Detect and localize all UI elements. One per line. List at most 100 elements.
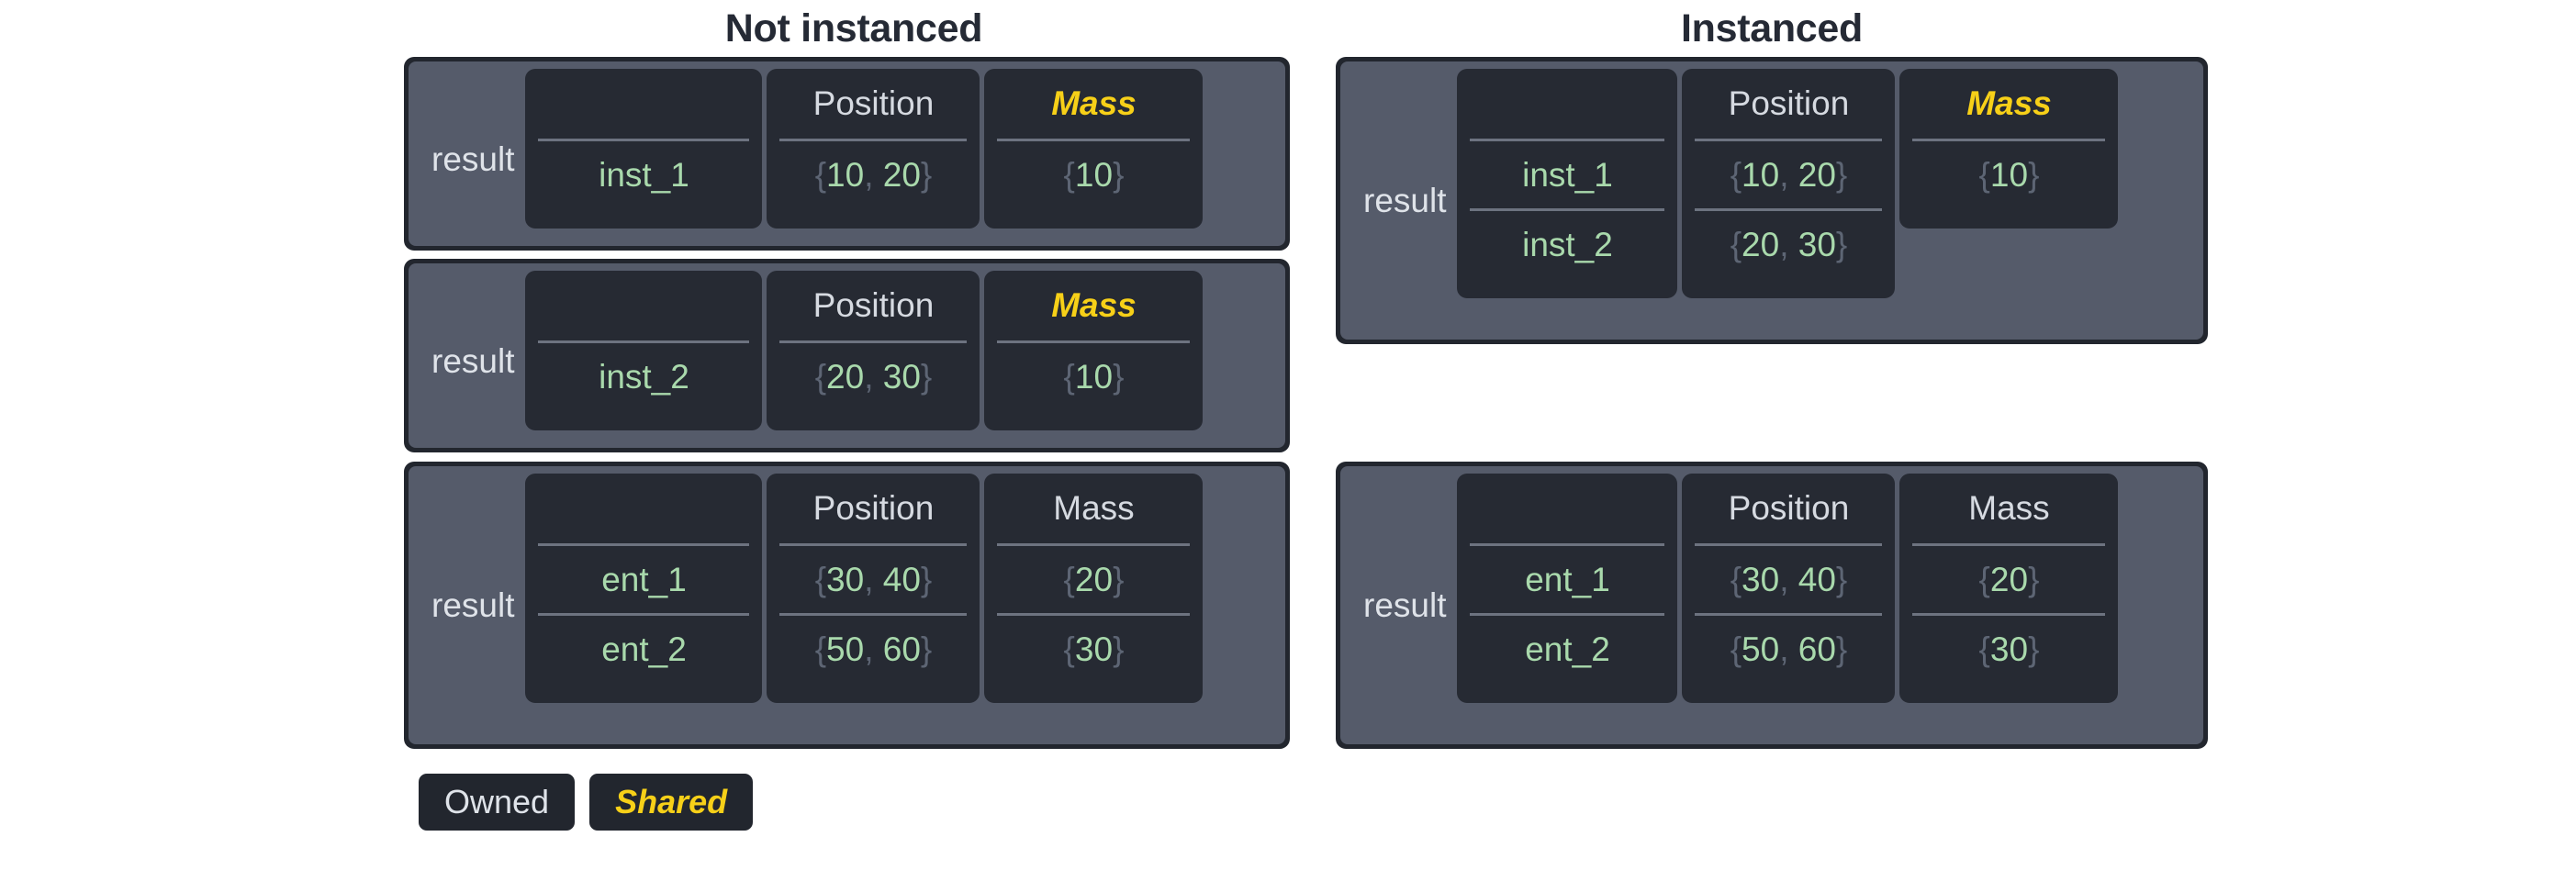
table-block-instanced-1: result inst_1 inst_2 Position {10, 20} {… xyxy=(1336,57,2208,344)
position-x: 30 xyxy=(1742,560,1780,598)
cell-entity-name: inst_2 xyxy=(538,340,750,410)
column-header-mass: Mass xyxy=(1966,84,2052,122)
brace-open: { xyxy=(814,357,827,396)
brace-close: } xyxy=(920,560,933,598)
cell-mass: {20} xyxy=(1912,543,2106,613)
column-position: Position {10, 20} {20, 30} xyxy=(1682,69,1896,298)
position-x: 30 xyxy=(826,560,865,598)
brace-open: { xyxy=(814,630,827,668)
legend-chip-shared[interactable]: Shared xyxy=(589,774,754,831)
column-mass: Mass {20} {30} xyxy=(1899,474,2119,703)
brace-open: { xyxy=(1063,630,1075,668)
position-x: 20 xyxy=(1742,225,1780,263)
column-header-position: Position xyxy=(812,286,935,324)
position-comma: , xyxy=(864,357,874,396)
cell-entity-name: ent_2 xyxy=(538,613,750,683)
legend: Owned Shared xyxy=(419,774,754,831)
cell-position: {10, 20} xyxy=(1695,139,1883,208)
column-header-position: Position xyxy=(812,489,935,527)
cell-mass: {20} xyxy=(997,543,1191,613)
column-position: Position {20, 30} xyxy=(767,271,980,430)
column-name: inst_2 xyxy=(525,271,763,430)
position-x: 20 xyxy=(826,357,865,396)
position-comma: , xyxy=(864,155,874,194)
cell-entity-name: inst_1 xyxy=(1470,139,1665,208)
brace-close: } xyxy=(2028,560,2040,598)
brace-close: } xyxy=(1835,225,1848,263)
column-header-position: Position xyxy=(1728,489,1850,527)
position-x: 10 xyxy=(1742,155,1780,194)
column-pad xyxy=(1470,278,1664,298)
cell-entity-name: ent_1 xyxy=(538,543,750,613)
brace-open: { xyxy=(1978,560,1990,598)
column-pad xyxy=(779,208,967,229)
brace-open: { xyxy=(1063,560,1075,598)
column-header-mass: Mass xyxy=(1051,84,1137,122)
legend-chip-owned[interactable]: Owned xyxy=(419,774,576,831)
column-pad xyxy=(538,410,749,430)
brace-open: { xyxy=(1063,357,1075,396)
cell-entity-name: inst_2 xyxy=(1470,208,1665,278)
position-y: 20 xyxy=(882,155,921,194)
brace-close: } xyxy=(1113,630,1125,668)
table-block-not-instanced-3: result ent_1 ent_2 Position {30, 40} {50… xyxy=(404,462,1290,749)
brace-close: } xyxy=(920,630,933,668)
position-y: 20 xyxy=(1798,155,1836,194)
cell-position: {50, 60} xyxy=(1695,613,1883,683)
column-pad xyxy=(1695,278,1882,298)
cell-mass: {10} xyxy=(997,340,1191,410)
brace-open: { xyxy=(1730,225,1742,263)
mass-value: 20 xyxy=(1989,560,2029,598)
position-y: 40 xyxy=(882,560,921,598)
column-pad xyxy=(538,208,749,229)
column-header-mass: Mass xyxy=(1968,489,2050,527)
mass-value: 10 xyxy=(1074,357,1114,396)
column-name: inst_1 xyxy=(525,69,763,229)
position-comma: , xyxy=(864,560,874,598)
table-block-not-instanced-2: result inst_2 Position {20, 30} Mass {10… xyxy=(404,259,1290,452)
brace-open: { xyxy=(1730,630,1742,668)
column-pad xyxy=(779,410,967,430)
column-name: inst_1 inst_2 xyxy=(1457,69,1678,298)
mass-value: 10 xyxy=(1074,155,1114,194)
cell-entity-name: inst_1 xyxy=(538,139,750,208)
heading-not-instanced: Not instanced xyxy=(724,6,983,50)
position-comma: , xyxy=(864,630,874,668)
table-block-not-instanced-1: result inst_1 Position {10, 20} Mass {10… xyxy=(404,57,1290,251)
cell-position: {30, 40} xyxy=(779,543,968,613)
columns-group: ent_1 ent_2 Position {30, 40} {50, 60} M… xyxy=(525,474,1278,737)
table-block-instanced-2: result ent_1 ent_2 Position {30, 40} {50… xyxy=(1336,462,2208,749)
brace-open: { xyxy=(814,560,827,598)
owner-label: result xyxy=(1363,586,1447,624)
owner-label: result xyxy=(431,586,515,624)
cell-mass: {10} xyxy=(1912,139,2106,208)
column-name: ent_1 ent_2 xyxy=(1457,474,1678,703)
mass-value: 30 xyxy=(1074,630,1114,668)
position-comma: , xyxy=(1779,630,1789,668)
columns-group: ent_1 ent_2 Position {30, 40} {50, 60} M… xyxy=(1457,474,2196,737)
column-pad xyxy=(997,683,1190,703)
columns-group: inst_1 inst_2 Position {10, 20} {20, 30}… xyxy=(1457,69,2196,332)
column-header-name xyxy=(538,474,749,543)
mass-value: 10 xyxy=(1989,155,2029,194)
cell-position: {10, 20} xyxy=(779,139,968,208)
position-y: 60 xyxy=(1798,630,1836,668)
column-position: Position {10, 20} xyxy=(767,69,980,229)
column-mass-shared: Mass {10} xyxy=(1899,69,2119,229)
brace-close: } xyxy=(2028,155,2040,194)
owner-label: result xyxy=(1363,181,1447,219)
column-pad xyxy=(1695,683,1882,703)
position-x: 50 xyxy=(826,630,865,668)
position-y: 30 xyxy=(882,357,921,396)
column-pad xyxy=(997,410,1190,430)
position-x: 10 xyxy=(826,155,865,194)
column-name: ent_1 ent_2 xyxy=(525,474,763,703)
column-header-mass: Mass xyxy=(1053,489,1135,527)
brace-close: } xyxy=(920,155,933,194)
column-position: Position {30, 40} {50, 60} xyxy=(1682,474,1896,703)
brace-open: { xyxy=(1978,155,1990,194)
column-pad xyxy=(779,683,967,703)
position-comma: , xyxy=(1779,225,1789,263)
column-header-name xyxy=(1470,69,1664,139)
